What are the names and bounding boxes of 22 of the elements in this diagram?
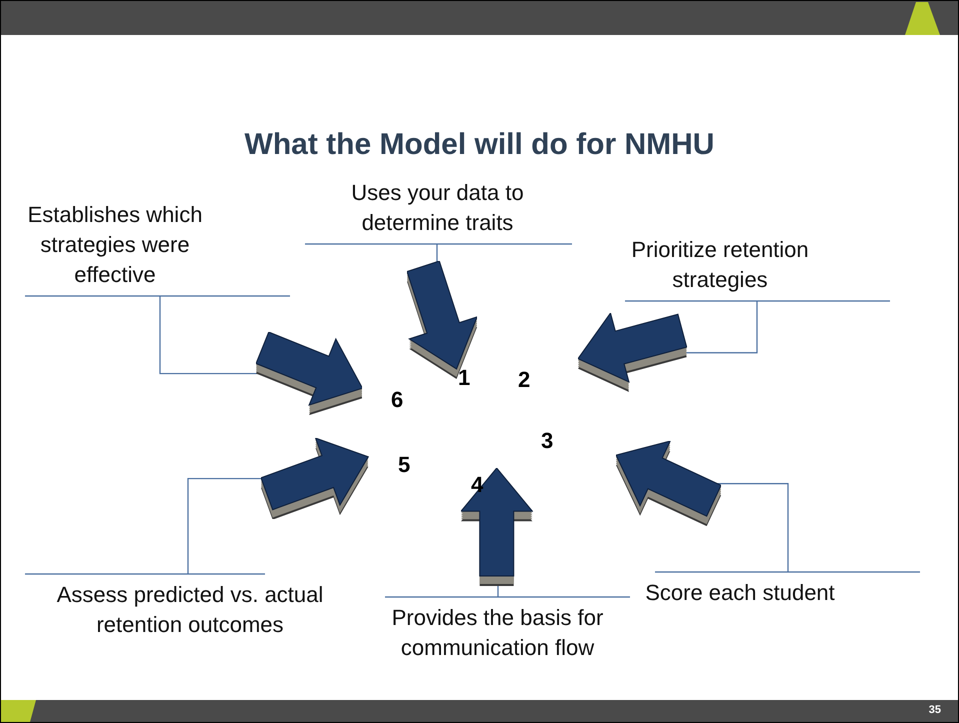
step-caption: Prioritize retention strategies xyxy=(605,235,835,295)
leader-line xyxy=(24,295,291,374)
block-arrow xyxy=(461,468,533,586)
block-arrow xyxy=(616,441,722,526)
step-caption: Score each student xyxy=(640,578,840,608)
block-arrow xyxy=(261,438,369,520)
step-number: 5 xyxy=(398,452,410,478)
step-number: 1 xyxy=(458,365,470,391)
leader-line xyxy=(624,300,891,354)
step-number: 6 xyxy=(391,387,404,413)
block-arrow xyxy=(256,332,362,416)
step-caption: Provides the basis for communication flow xyxy=(365,603,630,663)
block-arrow xyxy=(578,313,687,392)
leader-line xyxy=(654,483,921,573)
step-number: 4 xyxy=(471,472,484,498)
slide-title: What the Model will do for NMHU xyxy=(244,128,716,162)
step-number: 2 xyxy=(518,367,530,393)
step-caption: Assess predicted vs. actual retention outcomes xyxy=(50,580,330,640)
page-number: 35 xyxy=(928,704,941,716)
step-number: 3 xyxy=(541,428,554,454)
step-caption: Uses your data to determine traits xyxy=(300,178,575,238)
step-caption: Establishes which strategies were effective xyxy=(10,200,220,290)
